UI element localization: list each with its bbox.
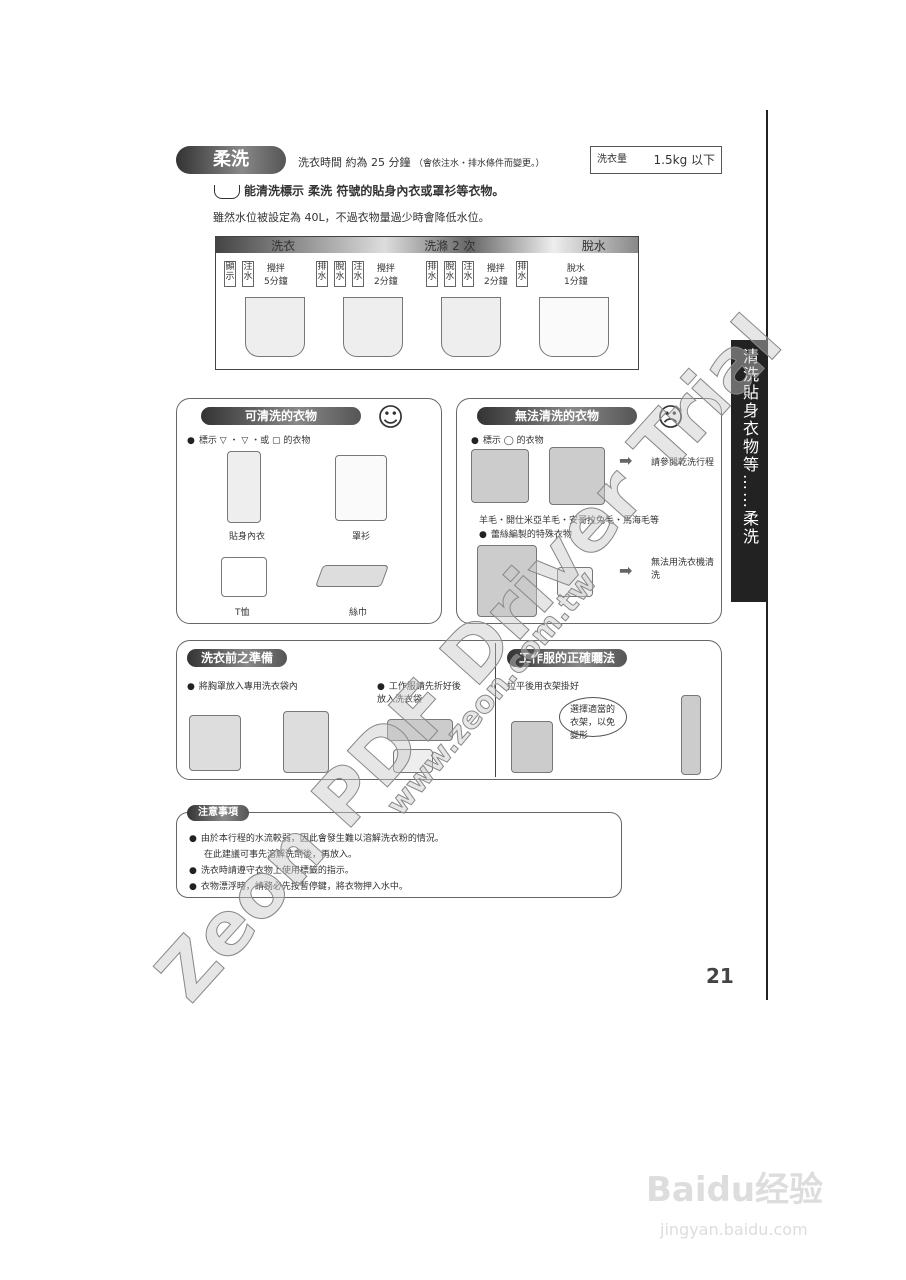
divider bbox=[495, 643, 496, 777]
smile-icon: ☺ bbox=[377, 403, 405, 433]
sad-face-icon: ☹ bbox=[657, 403, 685, 433]
drum-illustration bbox=[441, 297, 501, 357]
page-number: 21 bbox=[706, 964, 734, 988]
not-washable-title: 無法清洗的衣物 bbox=[477, 407, 637, 425]
load-value: 1.5kg 以下 bbox=[653, 153, 715, 167]
baidu-logo: Baidu经验 bbox=[646, 1170, 824, 1210]
note-item: 衣物漂浮時，請務必先按暫停鍵，將衣物押入水中。 bbox=[189, 879, 408, 892]
lace-cloth-image bbox=[557, 567, 593, 597]
tshirt-image bbox=[221, 557, 267, 597]
washable-label: 標示 ▽ ・ ▽ ・或 ▢ 的衣物 bbox=[187, 433, 311, 446]
drying-tip: 拉平後用衣架掛好 bbox=[507, 682, 580, 692]
bra-bag-image bbox=[189, 715, 241, 771]
not-washable-label: 標示 ◯ 的衣物 bbox=[471, 433, 544, 446]
not-washable-label-end: 的衣物 bbox=[516, 436, 544, 446]
note-item: 由於本行程的水流較弱，因此會發生難以溶解洗衣粉的情況。 bbox=[189, 831, 444, 844]
step-duration: 攪拌 5分鐘 bbox=[264, 264, 288, 287]
prep-tip2-line1: 工作服請先折好後 bbox=[388, 682, 461, 692]
drum-illustration bbox=[343, 297, 403, 357]
process-step: 排水 脫水 1分鐘 bbox=[516, 261, 588, 287]
step-action: 脫水 bbox=[334, 261, 346, 287]
jacket-on-hanger-image bbox=[511, 721, 553, 773]
step-action: 顯示 bbox=[224, 261, 236, 287]
load-box: 洗衣量 1.5kg 以下 bbox=[590, 146, 722, 174]
wash-time-text: 洗衣時間 約為 25 分鐘 bbox=[298, 156, 411, 169]
sweater-image bbox=[471, 449, 529, 503]
materials-note: 羊毛・開仕米亞羊毛・安哥拉兔毛・馬海毛等 bbox=[479, 516, 660, 526]
washable-label-end: 的衣物 bbox=[283, 436, 311, 446]
step-action: 脫水 bbox=[444, 261, 456, 287]
arrow-icon: ➡ bbox=[619, 561, 633, 580]
blouse-image bbox=[335, 455, 387, 521]
section-tab[interactable]: 清洗貼身衣物等……柔洗 bbox=[731, 340, 767, 602]
washable-title: 可清洗的衣物 bbox=[201, 407, 361, 425]
step-action: 注水 bbox=[462, 261, 474, 287]
item-blouse: 罩衫 bbox=[352, 532, 371, 542]
prep-title: 洗衣前之準備 bbox=[187, 649, 287, 667]
washable-label-suffix: ・或 bbox=[251, 436, 270, 446]
trousers-on-hanger-image bbox=[681, 695, 701, 775]
workwear-bag-image bbox=[283, 711, 329, 773]
cardigan-image bbox=[549, 447, 605, 505]
note-item-continued: 在此建議可事先溶解洗劑後，再放入。 bbox=[204, 850, 358, 860]
mode-badge: 柔洗 bbox=[176, 146, 286, 174]
note-item: 洗衣時請遵守衣物上使用標籤的指示。 bbox=[189, 863, 354, 876]
folded-workwear-image bbox=[387, 719, 453, 741]
lace-note: 蕾絲編製的特殊衣物 bbox=[479, 527, 572, 540]
step-action: 排水 bbox=[426, 261, 438, 287]
drum-illustration bbox=[245, 297, 305, 357]
handwash-symbol-icon bbox=[214, 184, 240, 199]
process-step: 排水脫水注水攪拌 2分鐘 bbox=[426, 261, 508, 287]
dry-clean-note: 請參閱乾洗行程 bbox=[651, 458, 715, 468]
prep-tip2-line2: 放入洗衣袋 bbox=[377, 695, 423, 705]
speech-bubble: 選擇適當的衣架，以免變形 bbox=[559, 697, 627, 741]
stage-wash: 洗衣 bbox=[271, 239, 296, 253]
step-duration: 攪拌 2分鐘 bbox=[374, 264, 398, 287]
notes-title: 注意事項 bbox=[187, 805, 249, 821]
step-action: 注水 bbox=[242, 261, 254, 287]
step-duration: 攪拌 2分鐘 bbox=[484, 264, 508, 287]
not-washable-panel: 無法清洗的衣物 ☹ 標示 ◯ 的衣物 ➡ 請參閱乾洗行程 羊毛・開仕米亞羊毛・安… bbox=[456, 398, 722, 624]
item-tshirt: T恤 bbox=[235, 608, 250, 618]
drying-title: 工作服的正確曬法 bbox=[507, 649, 627, 667]
drum-illustration bbox=[539, 297, 609, 357]
step-duration: 脫水 1分鐘 bbox=[564, 264, 588, 287]
intro-line1-text: 能清洗標示 柔洗 符號的貼身內衣或罩衫等衣物。 bbox=[244, 184, 505, 198]
wash-time: 洗衣時間 約為 25 分鐘 （會依注水・排水條件而變更。） bbox=[298, 154, 545, 170]
right-rule bbox=[766, 110, 768, 1000]
scarf-image bbox=[314, 565, 390, 587]
stage-rinse: 洗滌 2 次 bbox=[424, 239, 476, 253]
intro-line2: 雖然水位被設定為 40L，不過衣物量過少時會降低水位。 bbox=[213, 211, 490, 224]
prep-tip1: 將胸罩放入專用洗衣袋內 bbox=[187, 679, 298, 692]
baidu-url: jingyan.baidu.com bbox=[660, 1220, 808, 1239]
item-scarf: 絲巾 bbox=[349, 608, 368, 618]
load-label: 洗衣量 bbox=[597, 154, 627, 165]
item-underwear: 貼身內衣 bbox=[229, 532, 266, 542]
lace-sweater-image bbox=[477, 545, 537, 617]
washable-label-prefix: 標示 bbox=[198, 436, 217, 446]
not-washable-label-prefix: 標示 bbox=[482, 436, 501, 446]
process-step: 排水脫水注水攪拌 2分鐘 bbox=[316, 261, 398, 287]
step-action: 排水 bbox=[516, 261, 528, 287]
step-action: 注水 bbox=[352, 261, 364, 287]
arrow-icon: ➡ bbox=[619, 451, 633, 470]
process-diagram: 洗衣 洗滌 2 次 脫水 顯示注水攪拌 5分鐘排水脫水注水攪拌 2分鐘排水脫水注… bbox=[215, 236, 639, 370]
washable-panel: 可清洗的衣物 ☺ 標示 ▽ ・ ▽ ・或 ▢ 的衣物 貼身內衣 罩衫 T恤 絲巾 bbox=[176, 398, 442, 624]
notes-panel: 注意事項 由於本行程的水流較弱，因此會發生難以溶解洗衣粉的情況。 在此建議可事先… bbox=[176, 805, 622, 898]
wash-time-note: （會依注水・排水條件而變更。） bbox=[414, 159, 545, 169]
no-machine-note: 無法用洗衣機清洗 bbox=[651, 558, 715, 581]
intro-line1: 能清洗標示 柔洗 符號的貼身內衣或罩衫等衣物。 bbox=[214, 182, 504, 199]
step-action: 排水 bbox=[316, 261, 328, 287]
camisole-image bbox=[227, 451, 261, 523]
stage-spin: 脫水 bbox=[581, 239, 606, 253]
laundry-bag-image bbox=[393, 749, 433, 773]
process-step: 顯示注水攪拌 5分鐘 bbox=[224, 261, 288, 287]
